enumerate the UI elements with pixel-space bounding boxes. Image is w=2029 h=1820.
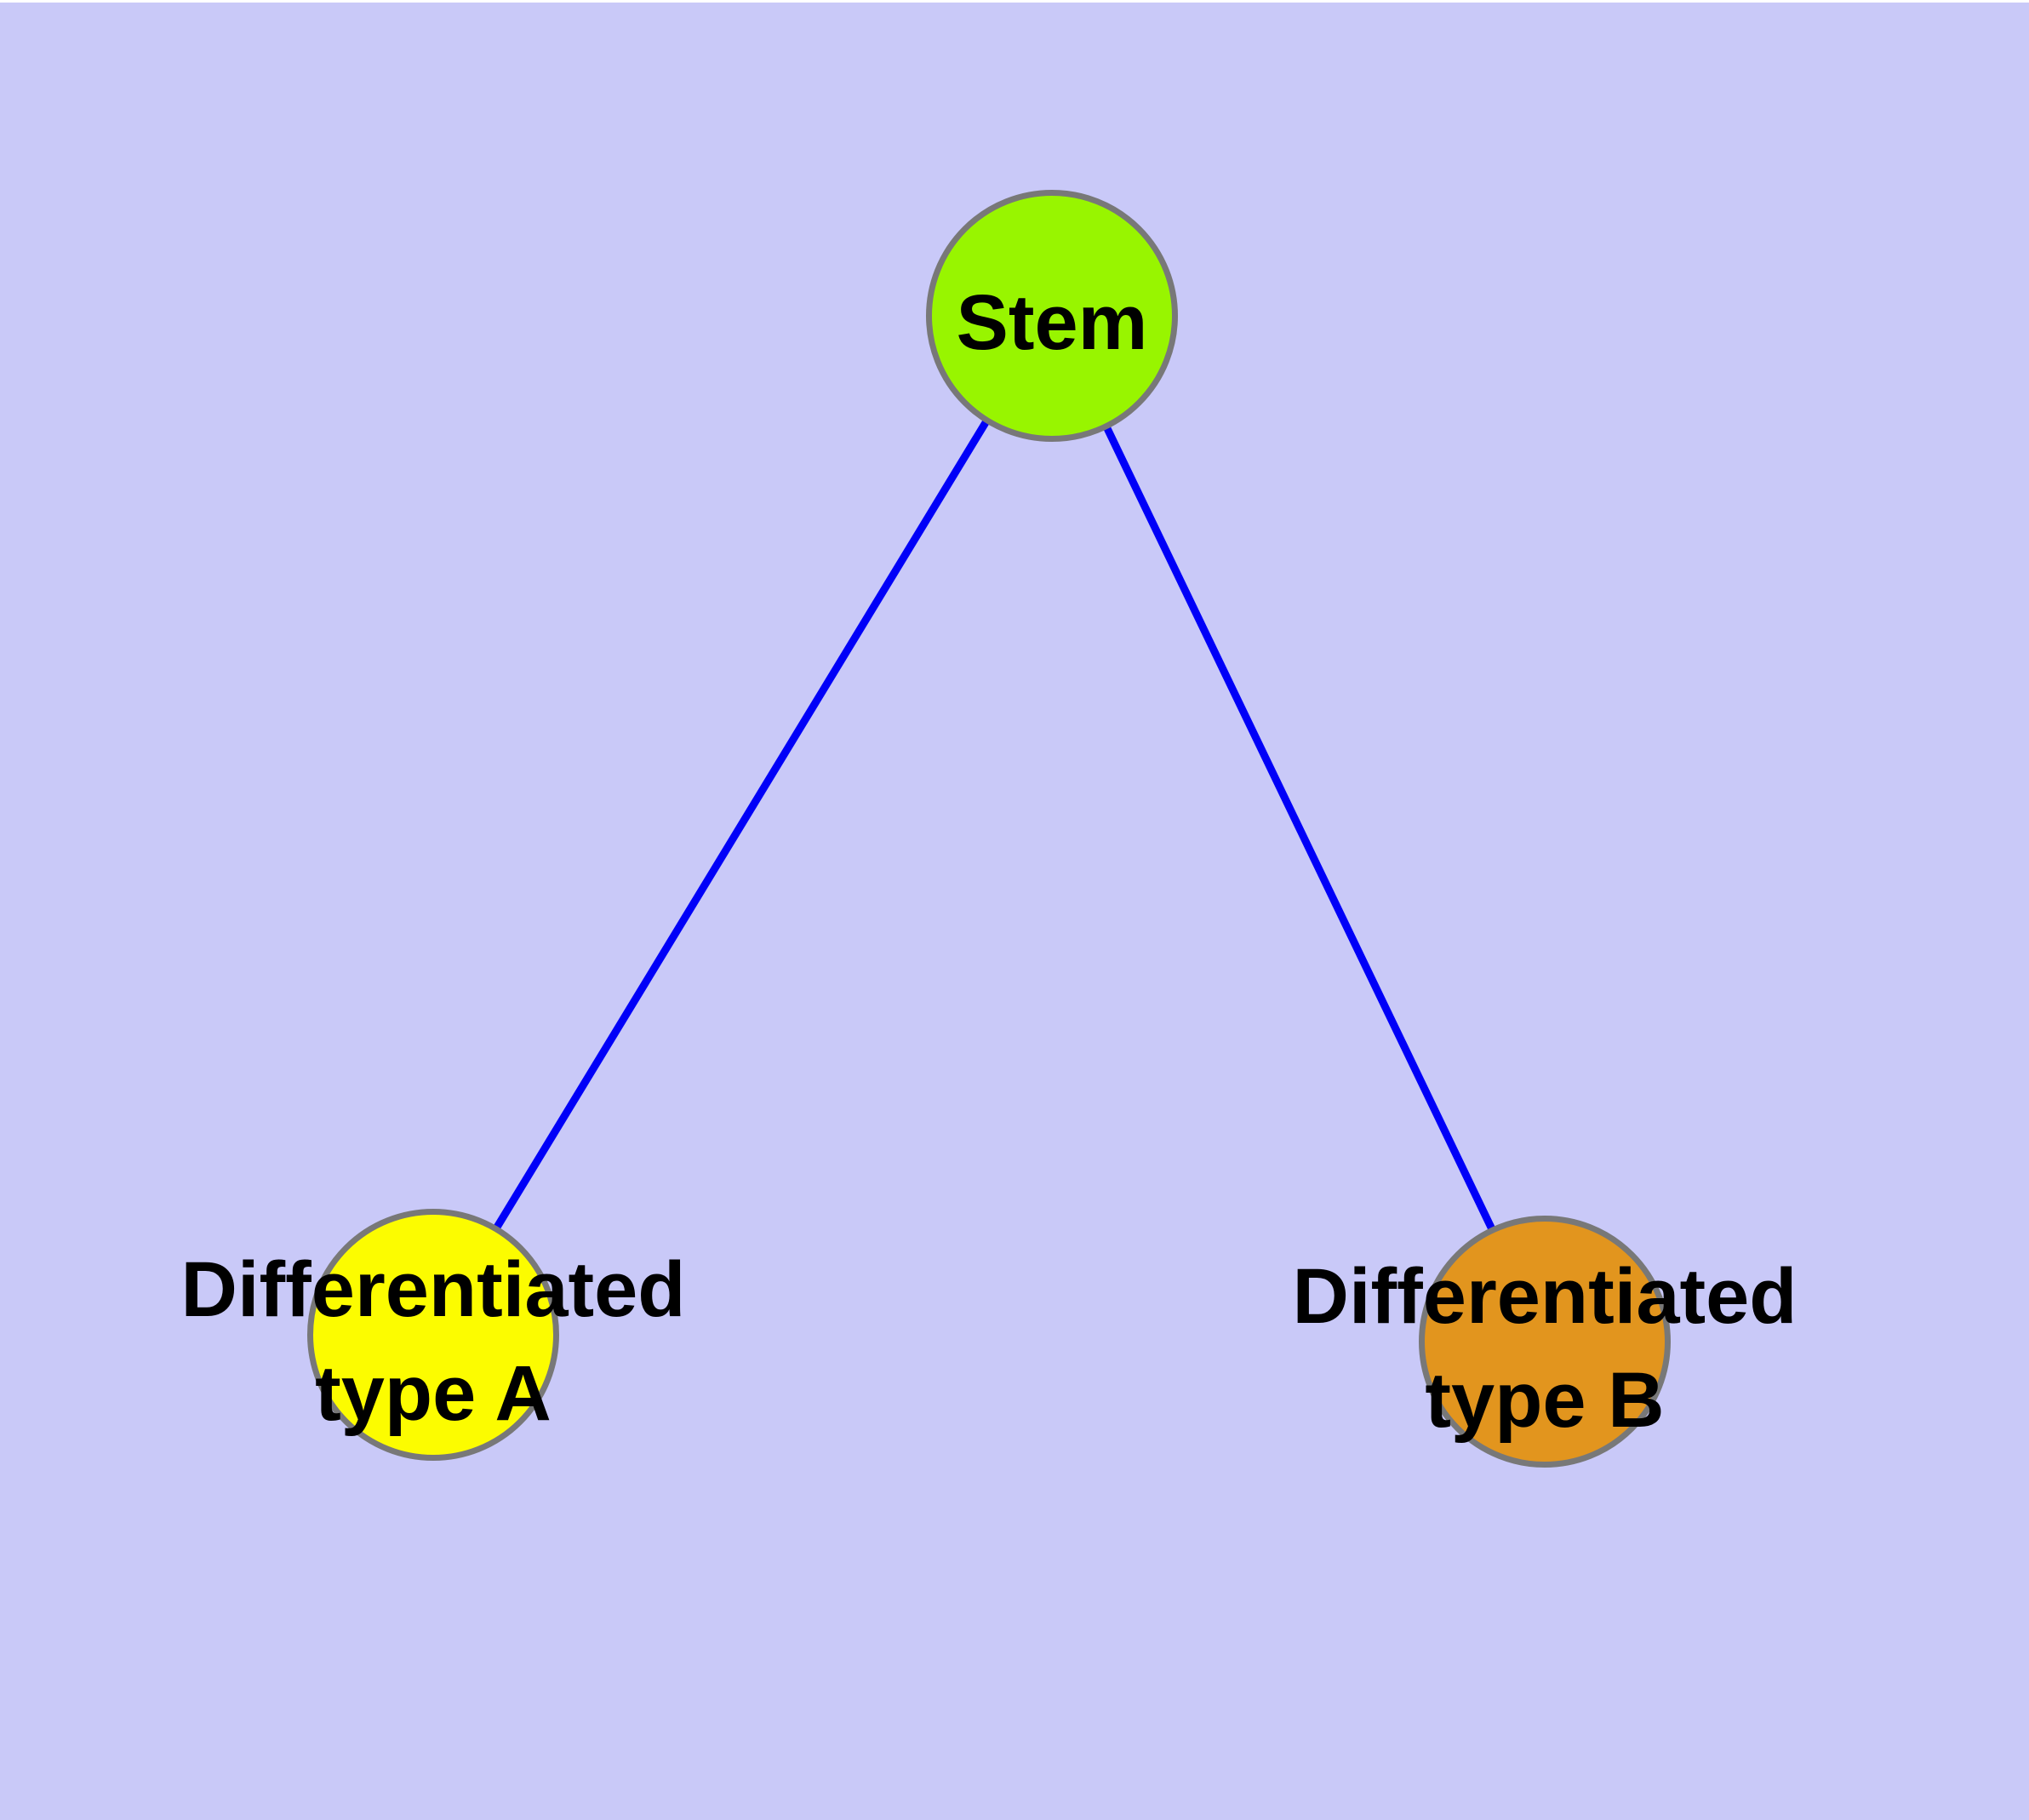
node-differentiated-type-b-label-line2: type B — [1425, 1357, 1665, 1444]
node-stem-circle — [926, 190, 1178, 442]
node-differentiated-type-b-label: Differentiated type B — [1293, 1245, 1798, 1452]
node-differentiated-type-a-label-line2: type A — [315, 1350, 552, 1437]
node-differentiated-type-a-label-line1: Differentiated — [180, 1246, 686, 1333]
edge-layer — [430, 311, 1549, 1341]
node-stem-label: Stem — [957, 271, 1148, 375]
diagram-canvas: Stem Differentiated type A Differentiate… — [0, 3, 2029, 1820]
edge-stem-to-type-a — [430, 311, 1055, 1335]
node-differentiated-type-b-circle — [1419, 1216, 1671, 1468]
node-differentiated-type-b-label-line1: Differentiated — [1292, 1253, 1798, 1340]
node-differentiated-type-a-circle — [307, 1209, 559, 1461]
node-stem-label-line: Stem — [956, 279, 1148, 366]
node-differentiated-type-a-label: Differentiated type A — [181, 1238, 686, 1445]
edge-stem-to-type-b — [1048, 312, 1549, 1341]
